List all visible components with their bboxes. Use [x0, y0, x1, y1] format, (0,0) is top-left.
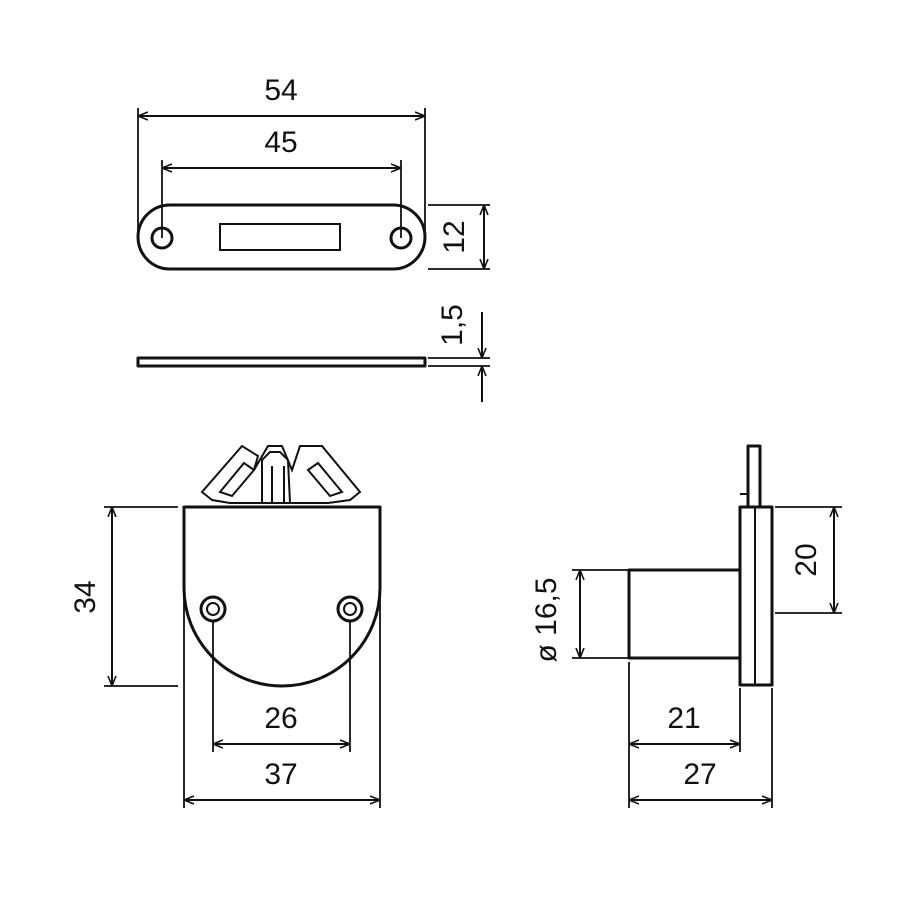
dimension-label-54: 54	[264, 74, 297, 107]
dimension-label-1-5: 1,5	[436, 304, 469, 346]
latch-spring-clip-outer	[200, 444, 362, 504]
strike-plate-side-outline	[136, 356, 427, 368]
dimension-label-diameter: ø 16,5	[530, 577, 563, 662]
dimension-strike-plate-hole-spacing: 45	[161, 126, 402, 238]
dimension-label-20: 20	[790, 543, 823, 576]
latch-spring-clip-center	[261, 451, 291, 504]
dimension-label-26: 26	[264, 702, 297, 735]
latch-side-body	[627, 568, 742, 660]
dimension-strike-plate-thickness: 1,5	[428, 304, 490, 402]
latch-hole-right-inner	[343, 602, 357, 616]
strike-plate-slot	[219, 223, 341, 251]
latch-side-clip-tab	[746, 444, 762, 509]
dimension-latch-width: 37	[183, 588, 381, 808]
dimension-body-length: 21	[628, 662, 741, 808]
dimension-label-21: 21	[667, 702, 700, 735]
latch-side-view	[627, 444, 774, 687]
latch-hole-left	[199, 595, 227, 623]
dimension-total-depth: 27	[629, 688, 773, 808]
dimension-label-37: 37	[264, 758, 297, 791]
strike-plate-side-view	[136, 356, 427, 368]
dimension-latch-hole-spacing: 26	[212, 621, 351, 752]
dimension-flange-height: 20	[775, 506, 842, 614]
strike-plate-outline	[136, 203, 427, 271]
dimension-label-27: 27	[683, 758, 716, 791]
dimension-label-34: 34	[69, 580, 102, 613]
dimension-body-diameter: ø 16,5	[530, 569, 629, 663]
dimension-latch-height: 34	[69, 506, 178, 687]
latch-body-outline	[182, 505, 382, 688]
dimension-strike-plate-height: 12	[428, 204, 490, 270]
dimension-label-12: 12	[438, 220, 471, 253]
latch-spring-clip-inner	[218, 461, 344, 498]
dimension-label-45: 45	[264, 126, 297, 159]
latch-hole-left-inner	[206, 602, 220, 616]
dimension-strike-plate-length: 54	[137, 74, 426, 230]
latch-hole-right	[336, 595, 364, 623]
strike-plate-top-view	[136, 203, 427, 271]
